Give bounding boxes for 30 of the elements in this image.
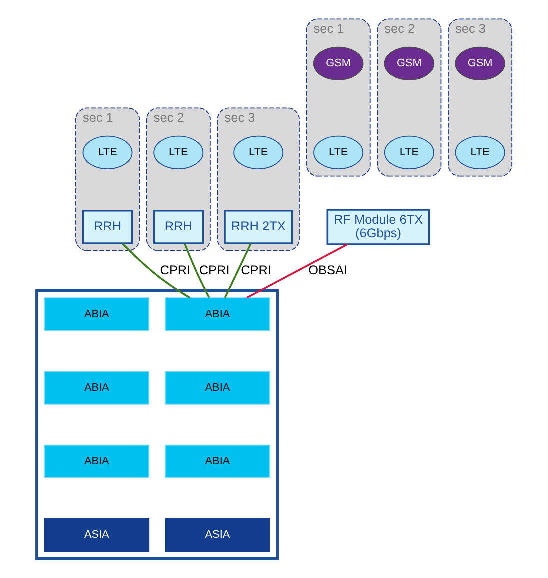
node-box: ABIA <box>44 371 150 405</box>
node-box: RRH <box>82 210 133 244</box>
edge-label: OBSAI <box>308 262 348 278</box>
node-box: ASIA <box>44 518 150 552</box>
node-ellipse: LTE <box>82 136 132 170</box>
node-box: ABIA <box>164 298 270 332</box>
node-ellipse: LTE <box>153 136 204 170</box>
node-box: RRH 2TX <box>224 210 293 244</box>
node-ellipse: GSM <box>312 46 364 80</box>
node-box: ABIA <box>164 371 270 405</box>
node-box: ABIA <box>164 444 270 478</box>
edge-label: CPRI <box>240 262 272 278</box>
node-ellipse: LTE <box>384 136 434 170</box>
node-box: RRH <box>152 210 204 244</box>
node-box: RF Module 6TX (6Gbps) <box>326 209 430 246</box>
node-ellipse: LTE <box>233 136 284 170</box>
node-ellipse: LTE <box>313 136 364 170</box>
node-box: ASIA <box>164 518 270 552</box>
cluster <box>35 289 279 560</box>
connector <box>246 244 348 299</box>
edge-label: CPRI <box>160 262 190 278</box>
connector <box>224 243 252 298</box>
node-box: ABIA <box>44 444 150 478</box>
node-box: ABIA <box>44 298 150 332</box>
node-ellipse: GSM <box>384 46 434 80</box>
node-ellipse: GSM <box>454 46 505 80</box>
edge-label: CPRI <box>198 262 230 278</box>
connector <box>184 244 210 298</box>
node-ellipse: LTE <box>454 136 505 170</box>
connector <box>122 243 190 299</box>
